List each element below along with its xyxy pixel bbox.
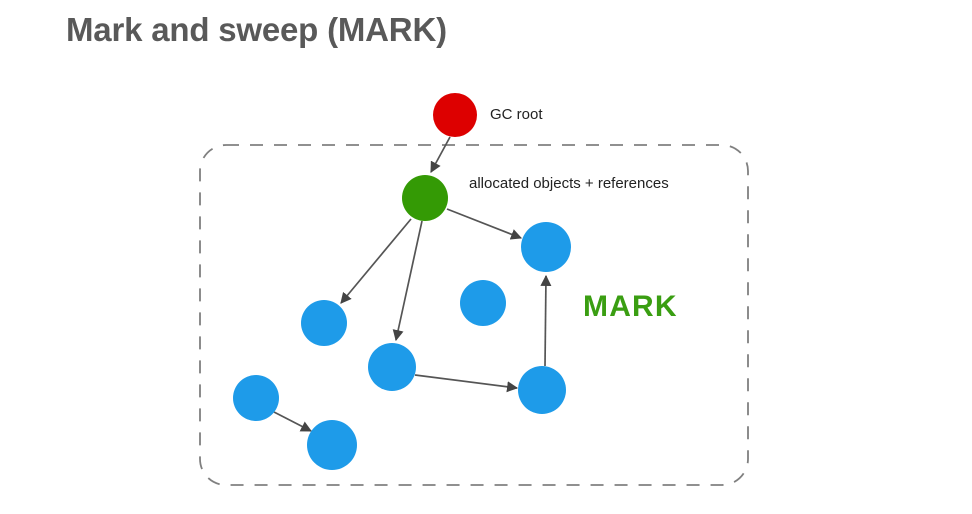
node-object-bottom — [307, 420, 357, 470]
allocated-objects-label: allocated objects + references — [469, 175, 669, 192]
node-root-object — [402, 175, 448, 221]
edge-gcroot-to-rootobject — [430, 136, 451, 173]
reference-edges — [273, 136, 552, 432]
heap-boundary — [199, 144, 749, 486]
edge-bottomright-to-topright — [540, 274, 552, 367]
edge-rootobject-to-topright — [446, 208, 523, 240]
node-object-lower-left — [233, 375, 279, 421]
node-object-middle — [368, 343, 416, 391]
node-object-top-right — [521, 222, 571, 272]
node-gc-root — [433, 93, 477, 137]
mark-phase-label: MARK — [583, 290, 678, 323]
edge-lowerleft-to-bottom — [273, 411, 312, 432]
page-title: Mark and sweep (MARK) — [66, 11, 447, 48]
edge-rootobject-to-middle — [392, 220, 423, 342]
edge-rootobject-to-left — [340, 218, 412, 304]
gc-root-label: GC root — [490, 106, 543, 123]
edge-middle-to-bottomright — [414, 374, 519, 393]
node-object-bottom-right — [518, 366, 566, 414]
node-object-left — [301, 300, 347, 346]
node-object-center — [460, 280, 506, 326]
